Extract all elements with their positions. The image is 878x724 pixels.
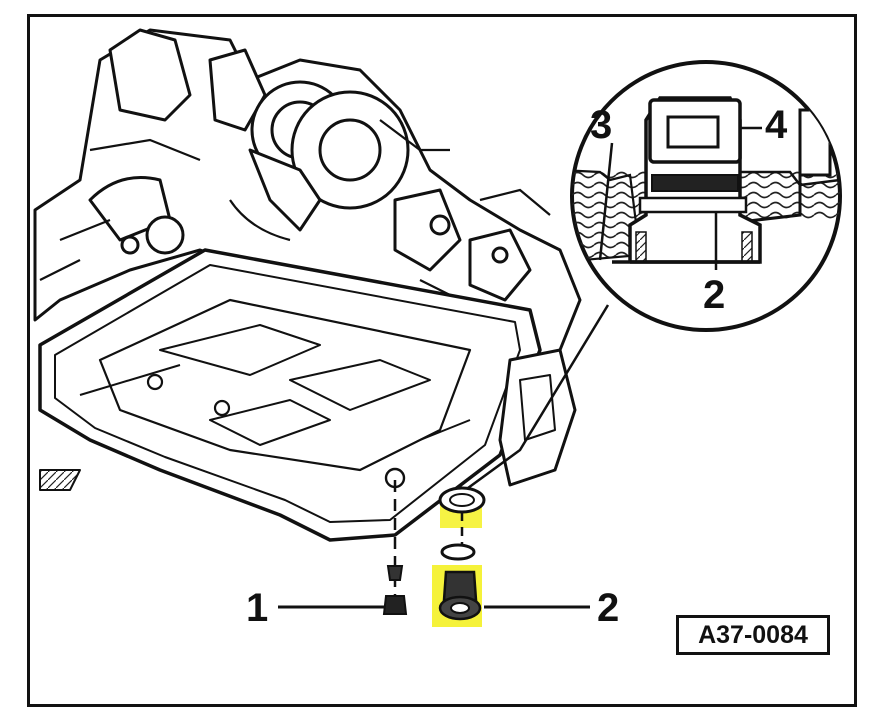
callout-2-detail-label: 2 xyxy=(703,273,726,317)
detail-circle xyxy=(570,60,842,332)
drain-plug xyxy=(382,480,408,615)
figure-reference-code: A37-0084 xyxy=(698,620,808,649)
oil-pan xyxy=(38,248,577,542)
callout-4-label: 4 xyxy=(765,103,788,147)
callout-2-label: 2 xyxy=(597,586,620,630)
callout-3-label: 3 xyxy=(590,103,613,147)
figure-reference-box: A37-0084 xyxy=(676,615,830,655)
housing-detail-lines xyxy=(39,119,551,312)
callout-1-label: 1 xyxy=(246,586,269,630)
detail-leader-line xyxy=(467,304,610,490)
filler-plug xyxy=(432,486,486,627)
